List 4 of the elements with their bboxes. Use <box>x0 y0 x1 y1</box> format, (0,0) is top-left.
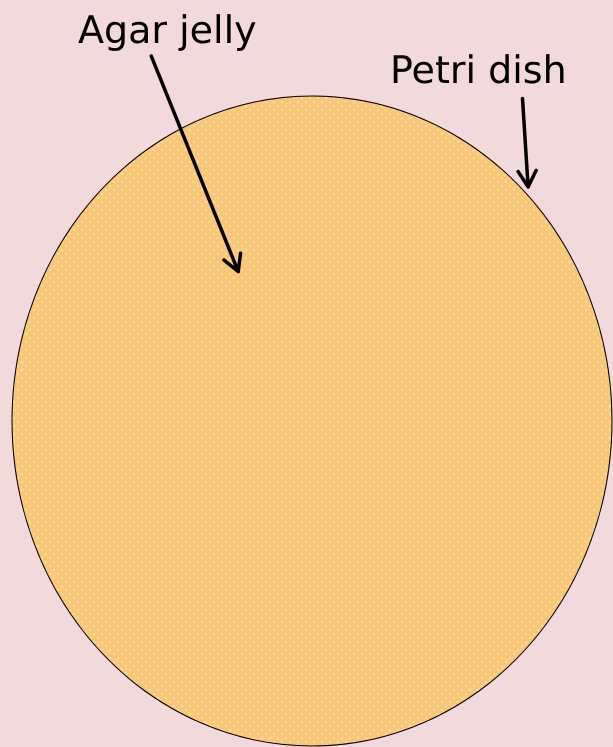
leader-line <box>516 96 538 189</box>
part-label: Petri dish <box>390 44 567 96</box>
leader-line <box>150 54 242 274</box>
part-label: Agar jelly <box>78 4 257 56</box>
